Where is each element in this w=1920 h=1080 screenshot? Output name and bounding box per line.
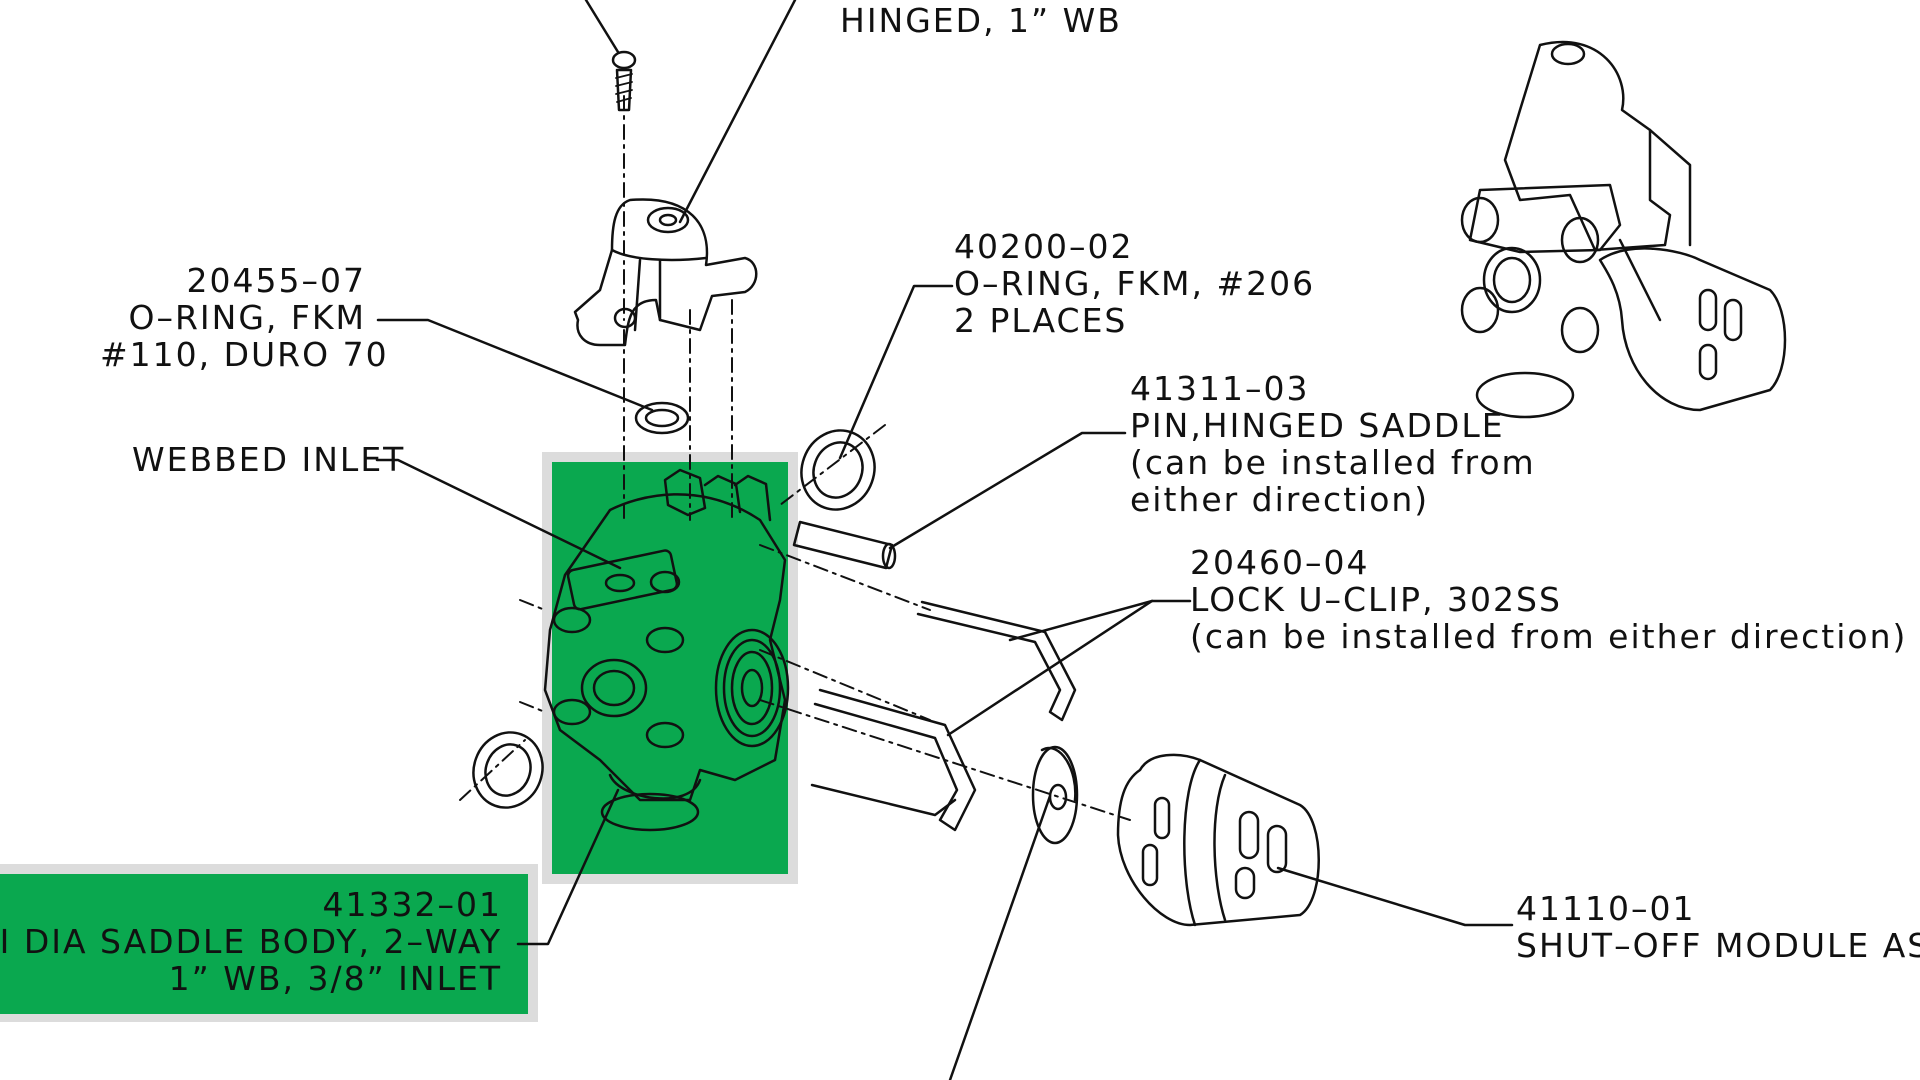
- oring-206-lower: [472, 731, 544, 809]
- callout-hinge-pin-line-3: (can be installed from: [1130, 443, 1536, 482]
- callout-webbed-inlet-line-1: WEBBED INLET: [132, 440, 406, 479]
- leader-top-clamp: [678, 0, 797, 224]
- leader-webbed-inlet: [375, 458, 622, 570]
- callout-hinge-pin-line-2: PIN,HINGED SADDLE: [1130, 406, 1505, 445]
- highlight-label-saddle-body: [0, 874, 528, 1014]
- callout-saddle-body-line-2: CRII DIA SADDLE BODY, 2–WAY: [0, 922, 502, 961]
- callout-top-clamp: HINGED, 1” WB: [840, 2, 1122, 39]
- oring-110: [634, 401, 690, 435]
- callout-oring-110-line-3: #110, DURO 70: [100, 335, 389, 374]
- assembled-view: [1460, 40, 1787, 419]
- oring-206-upper: [800, 429, 876, 511]
- leader-pin: [888, 431, 1127, 550]
- top-clamp: [573, 198, 758, 347]
- hinge-pin: [792, 520, 897, 570]
- callout-oring-110-part-number: 20455–07: [186, 261, 366, 300]
- saddle-body: [543, 468, 790, 832]
- shutoff-module: [1116, 753, 1320, 927]
- callout-oring-206-part-number: 40200–02: [954, 227, 1134, 266]
- callout-top-clamp-line-1: HINGED, 1” WB: [840, 1, 1122, 40]
- callout-saddle-body-part-number: 41332–01: [322, 885, 502, 924]
- callout-lock-clip-line-3: (can be installed from either direction): [1190, 617, 1908, 656]
- callout-webbed-inlet: WEBBED INLET: [132, 441, 405, 478]
- callout-hinge-pin-part-number: 41311–03: [1130, 369, 1310, 408]
- leader-lines: [375, 0, 1514, 1080]
- lock-u-clips: [810, 600, 1077, 832]
- axis-lines: [459, 95, 1131, 821]
- callout-oring-110: 20455–07 O–RING, FKM #110, DURO 70: [100, 261, 389, 374]
- callout-saddle-body: 41332–01 CRII DIA SADDLE BODY, 2–WAY 1” …: [0, 886, 502, 997]
- leader-oring-206: [838, 284, 954, 460]
- callout-shutoff-module-part-number: 41110–01: [1516, 889, 1696, 928]
- callout-lock-clip-line-2: LOCK U–CLIP, 302SS: [1190, 580, 1562, 619]
- leader-oring-110: [376, 318, 654, 412]
- callout-oring-110-line-2: O–RING, FKM: [128, 298, 366, 337]
- leader-saddle-body: [516, 788, 620, 946]
- leader-shutoff: [1276, 866, 1514, 927]
- callout-lock-clip: 20460–04 LOCK U–CLIP, 302SS (can be inst…: [1190, 544, 1907, 655]
- callout-shutoff-module: 41110–01 SHUT–OFF MODULE ASSY: [1516, 890, 1920, 964]
- callout-oring-206: 40200–02 O–RING, FKM, #206 2 PLACES: [954, 228, 1315, 339]
- washer: [1031, 745, 1079, 845]
- screw: [611, 50, 637, 112]
- callout-saddle-body-line-3: 1” WB, 3/8” INLET: [168, 959, 502, 998]
- callout-hinge-pin: 41311–03 PIN,HINGED SADDLE (can be insta…: [1130, 370, 1536, 518]
- callout-lock-clip-part-number: 20460–04: [1190, 543, 1370, 582]
- callout-hinge-pin-line-4: either direction): [1130, 480, 1430, 519]
- leader-clip-b: [946, 599, 1154, 737]
- callout-shutoff-module-line-2: SHUT–OFF MODULE ASSY: [1516, 926, 1920, 965]
- leader-screw: [584, 0, 620, 54]
- callout-oring-206-line-2: O–RING, FKM, #206: [954, 264, 1316, 303]
- leader-washer: [948, 794, 1052, 1080]
- callout-oring-206-line-3: 2 PLACES: [954, 301, 1128, 340]
